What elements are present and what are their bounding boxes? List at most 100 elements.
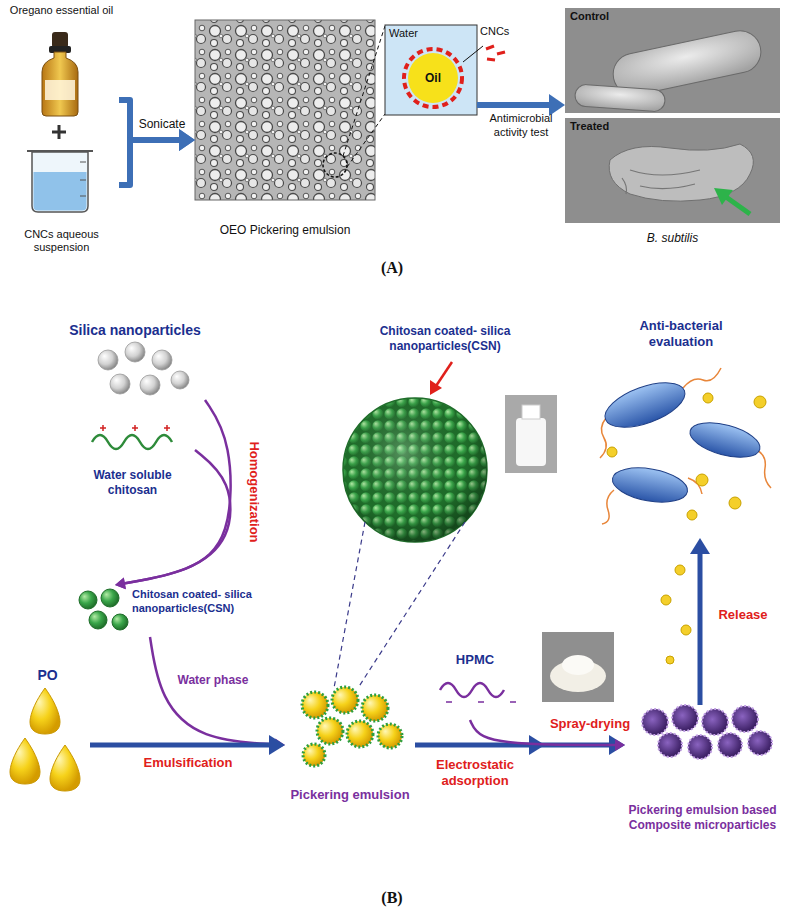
csn-bottle-photo — [516, 418, 546, 466]
pickering-droplets — [362, 695, 388, 721]
emulsion-micrograph — [323, 153, 347, 177]
edge-label: Water phase — [178, 673, 249, 688]
droplet-inset — [385, 25, 477, 115]
hpmc-chain — [440, 683, 516, 702]
bacteria — [683, 368, 721, 388]
sem-panel: Control — [565, 8, 780, 113]
bacteria — [703, 393, 713, 403]
oil-drops — [50, 745, 80, 791]
node-label: Chitosan coated- silica nanoparticles(CS… — [132, 588, 272, 616]
csn-sphere-node: Chitosan coated- silica nanoparticles(CS… — [320, 322, 570, 550]
plus-sign — [52, 125, 66, 139]
silica-node: Silica nanoparticles — [55, 320, 215, 400]
node-label: Pickering emulsion — [290, 787, 409, 803]
beaker — [27, 150, 93, 152]
bacteria — [757, 450, 771, 488]
bacteria — [599, 368, 771, 524]
emulsion-micrograph — [195, 20, 375, 200]
node-label: Water — [389, 27, 418, 41]
bacteria — [607, 447, 617, 457]
bacteria — [610, 463, 690, 508]
csn-sphere — [343, 398, 487, 542]
connector-line — [477, 102, 553, 108]
droplet-inset — [463, 46, 483, 62]
node-label: PO — [37, 667, 57, 685]
arrow-head — [179, 129, 195, 151]
arrow-head — [615, 739, 625, 751]
oil-drops-node: PO — [5, 665, 90, 820]
bacteria — [600, 418, 606, 458]
bacteria — [687, 510, 697, 520]
composite-microparticles — [642, 705, 772, 759]
bacteria — [754, 396, 766, 408]
beaker — [27, 151, 93, 212]
silica-spheres — [110, 374, 130, 394]
csn-bottle-photo — [505, 395, 557, 473]
composite-microparticles — [702, 709, 728, 735]
pickering-droplets — [303, 744, 325, 766]
oil-drops — [30, 688, 60, 734]
node-label: Pickering emulsion based Composite micro… — [627, 803, 778, 833]
composite-microparticles — [658, 733, 682, 757]
step-label: Spray-drying — [550, 716, 630, 732]
connector-line — [90, 743, 273, 748]
node-label: CNCs aqueous suspension — [12, 228, 112, 256]
composite-microparticles — [688, 735, 712, 759]
arrow-head — [179, 129, 195, 151]
node-label: HPMC — [456, 652, 494, 668]
bacteria — [602, 490, 614, 524]
chitosan-chain — [92, 435, 172, 449]
pickering-droplets — [332, 687, 358, 713]
inset-box: WaterCNCsOil — [385, 25, 477, 115]
silica-spheres — [171, 371, 189, 389]
edge-label: Electrostatic adsorption — [420, 757, 530, 790]
edge-label: Homogenization — [246, 441, 262, 542]
bacteria — [729, 497, 741, 509]
arrow-head — [269, 735, 285, 755]
sem-image — [565, 8, 780, 113]
droplet-inset — [404, 49, 462, 107]
powder-photo — [542, 632, 614, 702]
released-particles — [661, 595, 671, 605]
connector — [150, 637, 285, 750]
csn-particles — [89, 611, 107, 629]
sem-image — [574, 84, 665, 112]
connector — [90, 735, 285, 755]
csn-sphere — [436, 362, 452, 386]
pickering-droplets — [302, 692, 328, 718]
connector-line — [698, 550, 703, 705]
droplet-inset — [486, 46, 505, 60]
hpmc-chain — [446, 701, 516, 703]
csn-particles — [112, 614, 128, 630]
microparticles-node: Pickering emulsion based Composite micro… — [625, 705, 780, 835]
oil-bottle-node: Oregano essential oil — [4, 2, 119, 120]
node-label: Silica nanoparticles — [69, 322, 201, 340]
csn-bottle-photo — [505, 395, 557, 473]
beaker — [34, 172, 87, 211]
emulsion-micrograph — [347, 114, 385, 167]
emulsion-node: Pickering emulsion — [285, 685, 415, 805]
released-particles — [661, 565, 691, 664]
composite-microparticles — [718, 733, 742, 757]
csn-sphere — [343, 398, 487, 542]
node-label: Anti-bacterial evaluation — [616, 318, 746, 351]
node-label: Oil — [425, 71, 441, 86]
csn-sphere — [430, 380, 442, 395]
csn-sphere — [358, 522, 465, 688]
panel-label: (A) — [381, 258, 403, 278]
oil-drops — [10, 738, 40, 784]
node-label: Control — [570, 10, 609, 24]
sem-image — [714, 188, 733, 205]
bacteria — [696, 474, 708, 486]
chitosan-node: Water soluble chitosan — [70, 420, 195, 500]
silica-spheres — [125, 342, 145, 362]
csn-particles — [101, 589, 119, 607]
silica-spheres — [152, 350, 172, 370]
edge-label: Sonicate — [139, 117, 186, 132]
sem-group: B. subtilisControlTreated — [565, 8, 780, 248]
droplet-inset — [497, 52, 505, 54]
pickering-droplets — [317, 718, 343, 744]
chitosan-chain — [132, 425, 138, 431]
